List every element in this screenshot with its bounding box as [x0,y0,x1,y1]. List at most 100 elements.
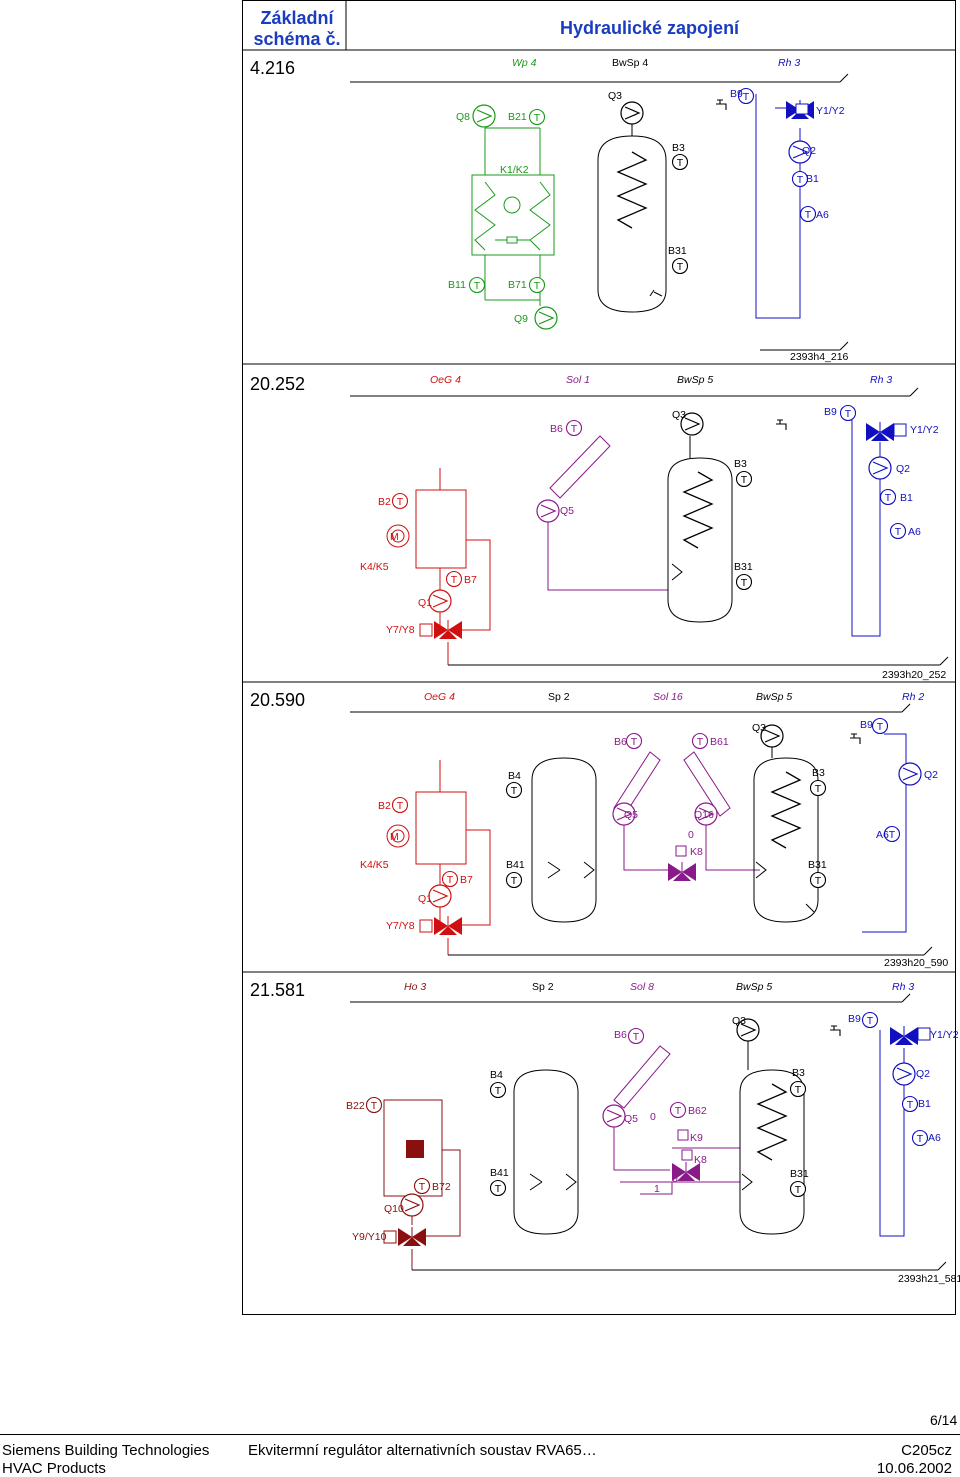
mixing-valve-icon [433,619,463,640]
component-label: B6 [614,1029,627,1041]
component-label: Y7/Y8 [386,624,415,636]
temperature-sensor-icon [861,1011,879,1029]
component-label: K1/K2 [500,164,529,176]
diagram-code: 2393h20_590 [884,957,948,969]
component-label: B22 [346,1100,365,1112]
temperature-sensor-icon [789,1080,807,1098]
temperature-sensor-icon [669,1101,687,1119]
component-label: B2 [378,800,391,812]
pump-icon [428,589,452,613]
component-label: A6 [816,209,829,221]
header-col1-line1: Základní [260,8,334,28]
wood-boiler-circuit [383,1099,461,1237]
section-20590: 20.590 OeG 4 Sp 2 Sol 16 BwSp 5 Rh 2 B2 … [250,690,948,969]
top-label: BwSp 5 [756,691,792,703]
component-label: B21 [508,111,527,123]
component-label: B4 [490,1069,503,1081]
temperature-sensor-icon [735,470,753,488]
heat-exchanger-coil [617,151,647,229]
component-label: B31 [790,1168,809,1180]
component-label: B6 [550,423,563,435]
top-label: BwSp 4 [612,57,648,69]
component-label: Q2 [916,1068,930,1080]
section-dividers [242,0,956,973]
buffer-tank [513,1069,579,1235]
component-label: B62 [688,1105,707,1117]
heating-circuit [862,733,907,933]
component-label: Q3 [732,1015,746,1027]
component-label: B1 [918,1098,931,1110]
temperature-sensor-icon [489,1179,507,1197]
component-label: Q3 [672,409,686,421]
top-label: Rh 3 [778,57,800,69]
top-label: BwSp 5 [677,374,713,386]
dhw-tank [753,736,819,923]
component-label: Q16 [694,809,714,821]
component-label: B9 [730,88,743,100]
footer-division: HVAC Products [2,1460,106,1477]
component-label: Q2 [802,145,816,157]
mixing-valve-icon [433,915,463,936]
boiler-circuit [415,760,491,926]
pump-icon [602,1104,626,1128]
component-label: Q9 [514,313,528,325]
component-label: B6 [614,736,627,748]
temperature-sensor-icon [889,522,907,540]
tap-icon [775,419,787,431]
pump-icon [892,1062,916,1086]
heat-exchanger-coil [757,1083,787,1161]
component-label: A6 [928,1132,941,1144]
component-label: B9 [824,406,837,418]
temperature-sensor-icon [911,1129,929,1147]
diagram-code: 2393h21_581 [898,1273,960,1285]
dhw-tank [597,114,667,313]
component-label: B3 [672,142,685,154]
temperature-sensor-icon [735,573,753,591]
component-label: B41 [490,1167,509,1179]
temperature-sensor-icon [391,492,409,510]
component-label: Q5 [624,1113,638,1125]
heat-exchanger-coil [683,471,713,549]
component-label: Q3 [608,90,622,102]
pump-icon [400,1193,424,1217]
component-label: B3 [812,767,825,779]
top-label: Ho 3 [404,981,426,993]
pump-icon [868,456,892,480]
component-label: Q2 [924,769,938,781]
page-number: 6/14 [930,1412,958,1428]
solar-circuit [613,1045,740,1195]
footer-divider [0,1434,960,1435]
boiler-icon [406,1140,424,1158]
component-label: A6 [908,526,921,538]
component-label: Q2 [896,463,910,475]
temperature-sensor-icon [441,870,459,888]
header-col1-line2: schéma č. [253,29,341,49]
top-label: Rh 3 [870,374,892,386]
solar-circuit [547,435,668,591]
temperature-sensor-icon [871,717,889,735]
diagram-code: 2393h20_252 [882,669,946,681]
heating-circuit [755,94,801,319]
component-label: 0 [672,1173,678,1185]
temperature-sensor-icon [799,205,817,223]
temperature-sensor-icon [671,257,689,275]
temperature-sensor-icon [809,871,827,889]
top-label: BwSp 5 [736,981,772,993]
pump-icon [620,101,644,125]
footer-date: 10.06.2002 [876,1460,952,1477]
component-label: B9 [860,719,873,731]
component-label: B9 [848,1013,861,1025]
top-label: Sp 2 [548,691,570,703]
component-label: Q10 [384,1203,404,1215]
section-number: 4.216 [250,58,295,78]
component-label: Y1/Y2 [930,1029,959,1041]
heating-circuit [851,420,881,637]
component-label: Y9/Y10 [352,1231,387,1243]
component-label: B7 [464,574,477,586]
top-label: Sol 16 [653,691,683,703]
component-label: B3 [792,1067,805,1079]
section-number: 20.590 [250,690,305,710]
scheme-frame [242,0,956,1315]
mixing-valve-icon [397,1226,427,1247]
